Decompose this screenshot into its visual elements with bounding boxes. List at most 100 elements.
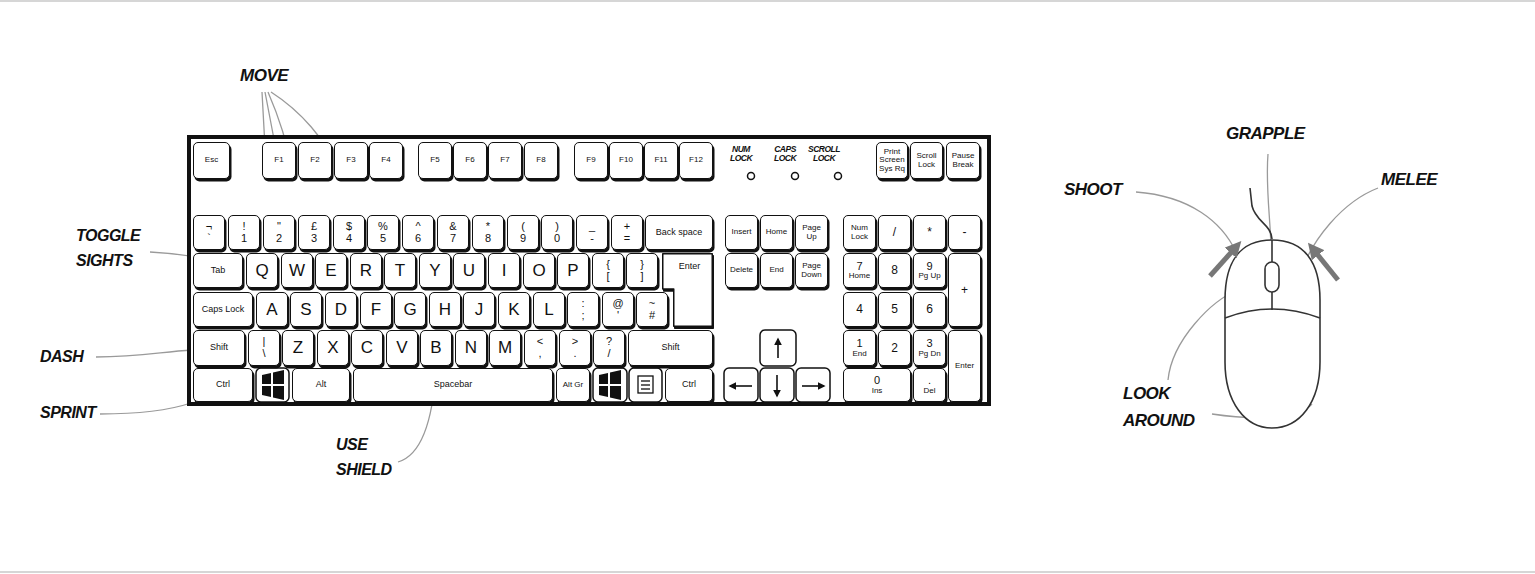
- keyboard-key: X: [317, 330, 349, 366]
- arrow-key: [796, 368, 830, 402]
- key-legend: U: [463, 262, 475, 280]
- keyboard-key: F3: [334, 142, 368, 179]
- key-legend: `: [207, 233, 211, 245]
- keyboard-key: P: [557, 253, 589, 288]
- callout-label: TOGGLE SIGHTS: [76, 224, 160, 274]
- key-legend: F5: [430, 156, 439, 164]
- key-legend: 2: [891, 342, 898, 355]
- key-legend: R: [360, 262, 372, 280]
- indicator-light: [792, 173, 799, 180]
- key-legend: >: [572, 336, 578, 348]
- indicator-label: CAPS LOCK: [767, 145, 803, 163]
- key-legend: @: [612, 298, 623, 310]
- key-legend: 9: [926, 261, 932, 273]
- keyboard-key: {[: [592, 253, 624, 288]
- key-legend: T: [395, 262, 405, 280]
- callout-label: SHOOT: [1064, 180, 1122, 200]
- indicator-light: [835, 173, 842, 180]
- callout-label: MOVE: [240, 66, 288, 86]
- keyboard-key: R: [350, 253, 382, 288]
- key-legend: F9: [586, 156, 595, 164]
- key-legend: ^: [415, 221, 420, 233]
- arrow-key: [760, 368, 794, 402]
- key-legend: Shift: [661, 343, 679, 352]
- keyboard-key: V: [386, 330, 418, 366]
- keyboard-key: /: [878, 215, 911, 250]
- key-legend: 0: [874, 375, 880, 387]
- callout-label: GRAPPLE: [1226, 124, 1305, 144]
- key-legend: 5: [380, 233, 386, 245]
- key-legend: 9: [520, 233, 526, 245]
- keyboard-key: G: [394, 292, 426, 327]
- key-legend: F12: [689, 156, 703, 164]
- key-legend: 8: [485, 233, 491, 245]
- key-legend: Ctrl: [216, 380, 230, 389]
- keyboard-key: Insert: [725, 215, 758, 250]
- key-legend: Page Down: [798, 262, 825, 279]
- key-legend: Enter: [955, 362, 974, 370]
- keyboard-key: K: [498, 292, 530, 327]
- leader-line: [100, 403, 191, 414]
- keyboard-key: *8: [472, 215, 504, 250]
- keyboard-key: !1: [228, 215, 260, 250]
- keyboard-key: Delete: [725, 253, 758, 288]
- keyboard-key: +=: [611, 215, 643, 250]
- key-legend: I: [502, 262, 507, 280]
- key-legend: <: [537, 336, 543, 348]
- frame-line: [0, 571, 1535, 573]
- key-legend: Shift: [210, 343, 228, 352]
- keyboard-key: ¬`: [193, 215, 225, 250]
- keyboard-key: 8: [878, 253, 911, 288]
- keyboard-key: Home: [760, 215, 793, 250]
- indicator-label: NUM LOCK: [724, 145, 758, 163]
- keyboard-key: I: [488, 253, 520, 288]
- key-legend: %: [378, 221, 388, 233]
- key-legend: ~: [649, 298, 655, 310]
- key-legend: 6: [415, 233, 421, 245]
- key-legend: 4: [346, 233, 352, 245]
- key-legend: Del: [923, 387, 935, 395]
- key-legend: End: [852, 350, 866, 358]
- keyboard-key: L: [533, 292, 565, 327]
- key-legend: M: [498, 339, 512, 357]
- keyboard-key: W: [281, 253, 313, 288]
- keyboard-key: J: [463, 292, 495, 327]
- key-legend: -: [590, 233, 594, 245]
- keyboard-key: A: [256, 292, 288, 327]
- keyboard-key: Y: [419, 253, 451, 288]
- callout-label: DASH: [40, 347, 83, 366]
- key-legend: &: [449, 221, 456, 233]
- keyboard-key: O: [523, 253, 555, 288]
- key-legend: Caps Lock: [202, 305, 245, 314]
- key-legend: X: [327, 339, 338, 357]
- key-legend: Pause Break: [949, 152, 977, 169]
- menu-key: [629, 368, 662, 402]
- keyboard-key: 2: [878, 330, 911, 366]
- key-legend: K: [508, 301, 519, 319]
- key-legend: C: [361, 339, 373, 357]
- key-legend: /: [893, 226, 896, 239]
- keyboard-key: Back space: [645, 215, 713, 250]
- key-legend: G: [403, 301, 416, 319]
- key-legend: V: [396, 339, 407, 357]
- keyboard-key: 7Home: [843, 253, 876, 288]
- key-legend: H: [439, 301, 451, 319]
- key-legend: O: [532, 262, 545, 280]
- key-legend: Tab: [211, 266, 226, 275]
- keyboard-key: F1: [262, 142, 296, 179]
- key-legend: F1: [274, 156, 283, 164]
- keyboard-key: Esc: [193, 142, 230, 179]
- key-legend: Sys Rq: [879, 165, 905, 173]
- indicator-lights: [748, 173, 842, 180]
- key-legend: Z: [293, 339, 303, 357]
- key-legend: ?: [606, 336, 612, 348]
- keyboard-key: Ctrl: [193, 368, 253, 402]
- key-legend: *: [927, 226, 932, 239]
- keyboard-key: F4: [369, 142, 403, 179]
- key-legend: Alt: [316, 380, 327, 389]
- keyboard-key: N: [455, 330, 487, 366]
- keyboard-key: Alt: [292, 368, 350, 402]
- keyboard-key: F9: [574, 142, 608, 179]
- key-legend: Q: [255, 262, 268, 280]
